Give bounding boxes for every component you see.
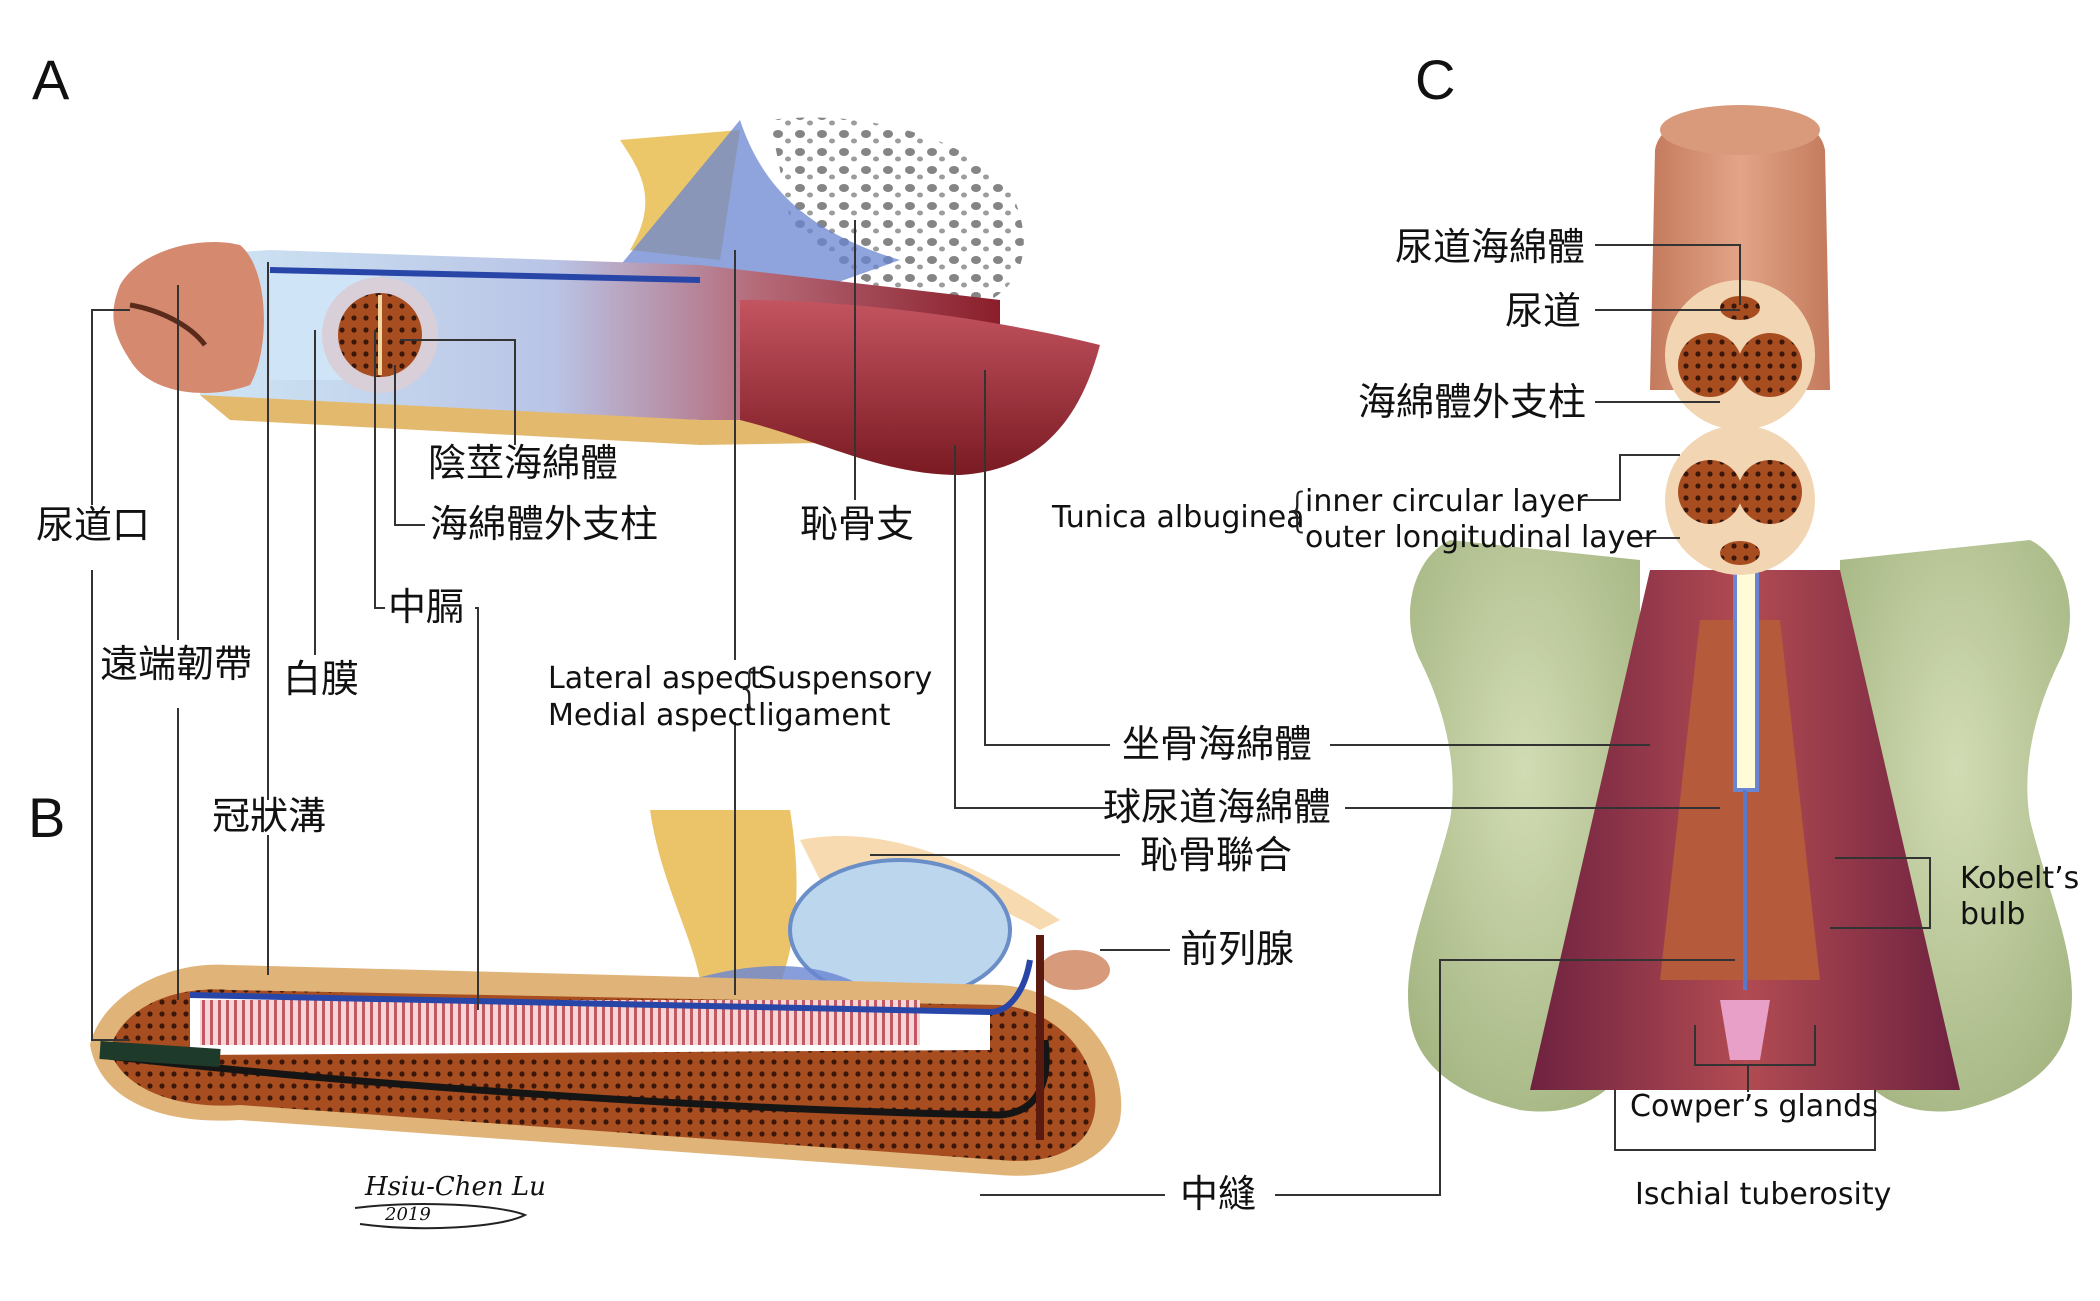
coronal-sulcus-label: 冠狀溝 [212, 794, 327, 838]
lateral-aspect-label: Lateral aspect [548, 661, 762, 696]
panel-a-drawing [113, 117, 1100, 475]
tunica-albuginea-cjk-label: 白膜 [283, 657, 360, 701]
pubic-ramus-label: 恥骨支 [800, 502, 915, 546]
panel-b-label: B [28, 786, 66, 849]
raphe-label: 中縫 [1180, 1172, 1257, 1216]
cowpers-glands-label: Cowper’s glands [1630, 1089, 1878, 1124]
pubic-symphysis-label: 恥骨聯合 [1140, 833, 1293, 877]
kobelt-label-1: Kobelt’s [1960, 861, 2080, 896]
bulbospongiosus-label: 球尿道海綿體 [1103, 785, 1332, 829]
inner-layer-label: inner circular layer [1305, 484, 1588, 519]
suspensory-brace: { [735, 660, 765, 714]
tunica-brace: { [1283, 483, 1313, 537]
panel-c-label: C [1415, 48, 1456, 111]
kobelt-label-2: bulb [1960, 897, 2026, 932]
medial-aspect-label: Medial aspect [548, 698, 756, 733]
outer-strut-c-label: 海綿體外支柱 [1358, 380, 1587, 424]
panel-a-label: A [32, 48, 70, 111]
tunica-albuginea-label: Tunica albuginea [1052, 500, 1305, 535]
ischiocavernosus-label: 坐骨海綿體 [1122, 722, 1313, 766]
corpus-spongiosum-label: 尿道海綿體 [1395, 225, 1586, 269]
septum-label: 中膈 [388, 585, 465, 629]
ischial-tuberosity-label: Ischial tuberosity [1635, 1177, 1892, 1212]
leader-lines [91, 220, 1931, 1196]
outer-strut-a-label: 海綿體外支柱 [430, 502, 659, 546]
suspensory-label-2: ligament [758, 698, 891, 733]
prostate-label: 前列腺 [1180, 927, 1295, 971]
outer-layer-label: outer longitudinal layer [1305, 520, 1657, 555]
corpus-cavernosum-label: 陰莖海綿體 [428, 441, 619, 485]
panel-b-drawing [90, 810, 1122, 1230]
signature-name: Hsiu-Chen Lu [365, 1172, 546, 1202]
urethra-label: 尿道 [1505, 289, 1582, 333]
distal-ligament-label: 遠端韌帶 [100, 642, 253, 686]
signature-year: 2019 [385, 1204, 431, 1225]
suspensory-label-1: Suspensory [758, 661, 933, 696]
signature [354, 1203, 528, 1230]
urethral-meatus-label: 尿道口 [36, 503, 151, 547]
